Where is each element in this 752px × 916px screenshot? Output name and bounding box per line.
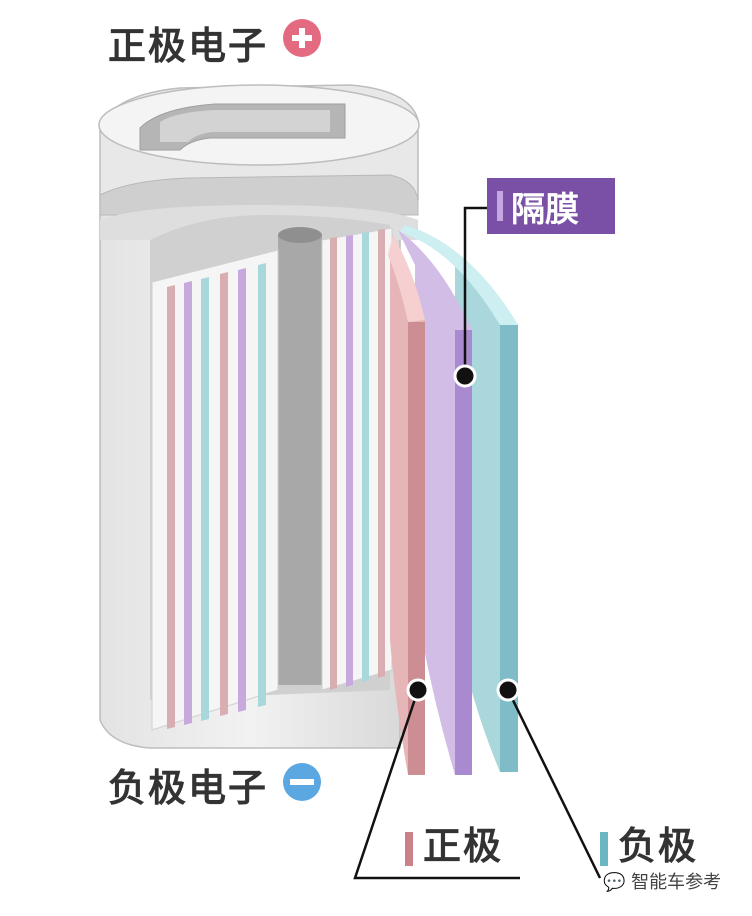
cathode-label-group: 正极 [405,815,503,870]
anode-label-group: 负极 [600,815,698,870]
separator-label: 隔膜 [511,182,579,231]
watermark: 💬 智能车参考 [603,868,721,894]
anode-color-bar [600,832,608,866]
anode-label: 负极 [618,824,698,868]
cathode-label: 正极 [423,824,503,868]
positive-terminal-label: 正极电子 [108,15,268,70]
separator-tag-bar [497,191,503,221]
positive-terminal-symbol [283,19,321,57]
negative-terminal-label: 负极电子 [108,757,268,812]
cathode-color-bar [405,832,413,866]
negative-terminal-symbol [283,763,321,801]
separator-tag: 隔膜 [487,178,615,234]
wechat-icon: 💬 [603,872,625,893]
watermark-text: 智能车参考 [631,872,721,893]
